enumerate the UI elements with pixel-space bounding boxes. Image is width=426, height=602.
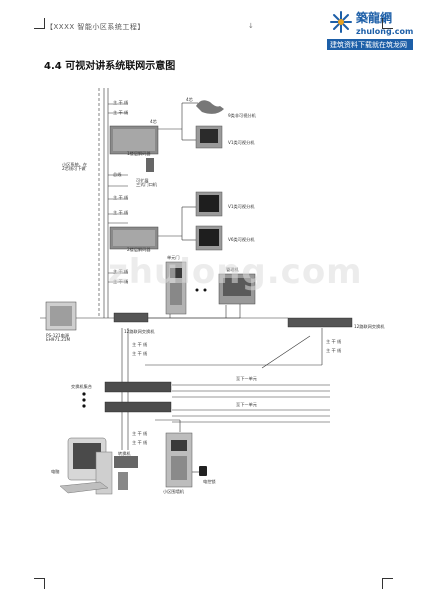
section-number: 4.4 bbox=[44, 61, 62, 72]
floor-decoder-1 bbox=[109, 125, 159, 155]
header-mark: ↓ bbox=[248, 22, 254, 30]
label-switch-dist: 交换机集合 bbox=[71, 384, 92, 389]
logo-domain: zhulong.com bbox=[356, 27, 414, 36]
label-four-core: 4芯 bbox=[186, 97, 193, 102]
label-unit-door: 单元门 bbox=[167, 255, 180, 260]
label-bus-10: 主 干 线 bbox=[132, 342, 148, 347]
label-bus-7: 主 干 线 bbox=[113, 279, 129, 284]
label-bus-13: 主 干 线 bbox=[132, 440, 148, 445]
label-four-core-2: 4芯 bbox=[150, 119, 157, 124]
section-title-text: 可视对讲系统联网示意图 bbox=[65, 61, 176, 72]
ps-power-supply bbox=[45, 301, 77, 331]
label-floor-decoder-2: 2楼层解码器 bbox=[127, 247, 151, 252]
computer-icon bbox=[59, 437, 113, 495]
snowflake-logo-icon bbox=[330, 11, 352, 33]
logo-slogan: 建筑资料下载就在筑龙网 bbox=[330, 41, 407, 49]
label-bus-12: 主 干 线 bbox=[132, 431, 148, 436]
label-bus-9: 主 干 线 bbox=[326, 348, 342, 353]
logo-bar bbox=[327, 39, 413, 50]
indoor-video-monitor-1 bbox=[195, 125, 223, 149]
label-bus-2: 主 干 线 bbox=[113, 110, 129, 115]
electric-lock-icon bbox=[199, 466, 207, 476]
label-go-next-2: 至下一单元 bbox=[236, 402, 257, 407]
label-switch-main: 12路联网交换机 bbox=[124, 329, 155, 334]
label-management: 管理机 bbox=[226, 267, 239, 272]
crop-mark-tl bbox=[34, 18, 45, 29]
label-switch-right: 12路联网交换机 bbox=[354, 324, 385, 329]
label-bus-1: 主 干 线 bbox=[113, 100, 129, 105]
label-indoor-video-3: V6类可视分机 bbox=[228, 237, 255, 242]
indoor-video-monitor-3 bbox=[195, 225, 223, 251]
indoor-video-monitor-2 bbox=[195, 191, 223, 217]
label-bus-6: 主 干 线 bbox=[113, 269, 129, 274]
label-converter: 转换机 bbox=[118, 451, 131, 456]
crop-mark-br bbox=[382, 578, 393, 589]
network-switch-lower-1 bbox=[104, 381, 172, 393]
unit-door-station bbox=[165, 261, 187, 315]
watermark: zhulong.com bbox=[108, 252, 363, 292]
label-ps-device: PS-121电源 EH971.21M bbox=[46, 333, 71, 343]
floor-decoder-2 bbox=[109, 226, 159, 250]
network-switch-lower-2 bbox=[104, 401, 172, 413]
label-bus-3: 总线 bbox=[113, 172, 122, 177]
label-power: 电控锁 bbox=[203, 479, 216, 484]
label-go-next-1: 至下一单元 bbox=[236, 376, 257, 381]
section-title: 4.4 可视对讲系统联网示意图 bbox=[44, 57, 175, 72]
label-floor-decoder: 1楼层解码器 bbox=[127, 151, 151, 156]
logo-name: 築龍網 bbox=[356, 11, 393, 25]
label-expander: 可扩展 三式门口机 bbox=[136, 178, 157, 188]
management-station bbox=[218, 273, 256, 305]
label-bus-5: 主 干 线 bbox=[113, 210, 129, 215]
document-header: 【XXXX 智能小区系统工程】 bbox=[46, 23, 145, 31]
network-switch-right bbox=[287, 317, 353, 328]
label-bus-8: 主 干 线 bbox=[326, 339, 342, 344]
indoor-audio-phone bbox=[196, 100, 224, 114]
area-door-station bbox=[165, 432, 193, 488]
label-indoor-audio: 9类非可视分机 bbox=[228, 113, 256, 118]
label-indoor-video-1: V1类可视分机 bbox=[228, 140, 255, 145]
network-switch-main bbox=[113, 312, 149, 323]
door-expander bbox=[146, 158, 154, 172]
label-bus-4: 主 干 线 bbox=[113, 195, 129, 200]
converter-box bbox=[114, 456, 138, 490]
crop-mark-bl bbox=[34, 578, 45, 589]
label-area-door: 小区围墙机 bbox=[163, 489, 184, 494]
label-bus-11: 主 干 线 bbox=[132, 351, 148, 356]
label-building-note: 小区系统，在 2芯线可下做 bbox=[62, 162, 88, 172]
label-indoor-video-2: V1类可视分机 bbox=[228, 204, 255, 209]
label-computer: 电脑 bbox=[51, 469, 60, 474]
crop-mark-tr bbox=[382, 18, 393, 29]
